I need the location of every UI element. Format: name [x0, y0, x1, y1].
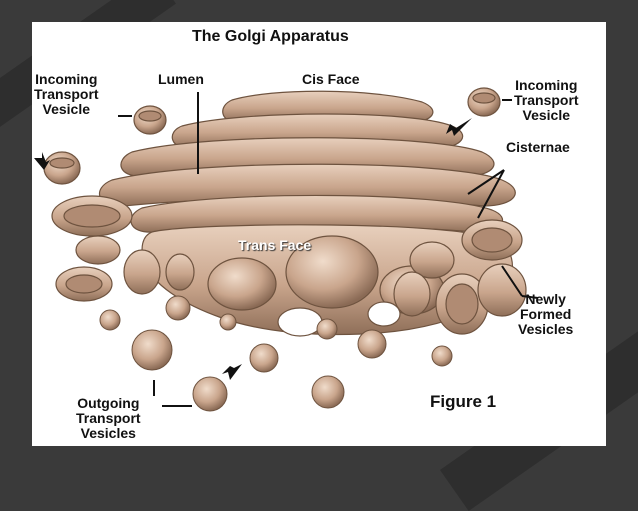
- vesicle: [477, 263, 527, 317]
- vesicle: [75, 235, 121, 265]
- label-newly-formed-vesicles: Newly Formed Vesicles: [518, 291, 574, 337]
- figure-label: Figure 1: [430, 392, 497, 411]
- label-cisternae: Cisternae: [506, 139, 570, 155]
- cisterna-stack: [98, 90, 516, 233]
- incoming-vesicles: [43, 87, 501, 185]
- label-incoming-transport-vesicle-right: Incoming Transport Vesicle: [514, 77, 579, 123]
- arrow-icon: [34, 118, 472, 380]
- vesicle: [165, 253, 195, 291]
- slide-frame: The Golgi Apparatus Incoming Transport V…: [32, 22, 606, 446]
- outgoing-vesicles: [99, 295, 453, 412]
- label-trans-face: Trans Face: [238, 237, 312, 253]
- label-cis-face: Cis Face: [302, 71, 360, 87]
- label-incoming-transport-vesicle-left: Incoming Transport Vesicle: [34, 71, 99, 117]
- label-outgoing-transport-vesicles: Outgoing Transport Vesicles: [76, 395, 141, 441]
- label-lumen: Lumen: [158, 71, 204, 87]
- vesicle: [409, 241, 455, 279]
- cup-vesicles: [51, 195, 527, 335]
- golgi-diagram: [34, 87, 539, 412]
- diagram-title: The Golgi Apparatus: [192, 28, 349, 45]
- vesicle: [123, 249, 161, 295]
- vesicle: [393, 271, 431, 317]
- leader-lines: [118, 92, 539, 407]
